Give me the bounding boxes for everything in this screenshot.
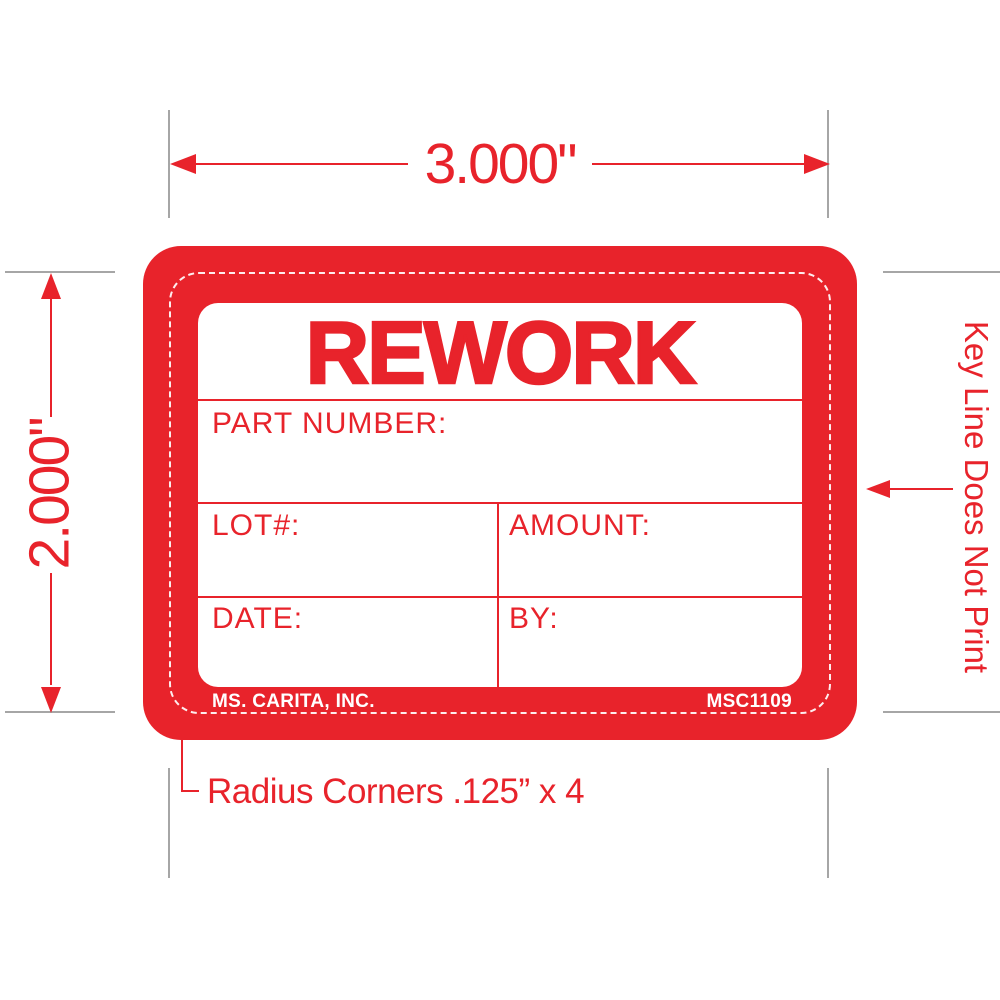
width-dim-line-right [592,163,804,165]
extension-line-right-bottom [883,711,1000,713]
label-white-panel [198,303,802,687]
keyline-note: Key Line Does Not Print [958,320,995,674]
divider-under-lot-row [198,596,802,598]
radius-leader-horizontal [181,790,199,792]
extension-line-bottom-left [168,768,170,878]
width-dim-line-left [196,163,408,165]
height-dim-line-bottom [50,573,52,685]
label-title: REWORK [304,303,697,402]
width-dimension-value: 3.000" [424,132,578,196]
radius-note: Radius Corners .125” x 4 [207,772,585,811]
width-dim-arrowhead-right [804,154,830,174]
keyline-arrowhead [866,480,890,498]
height-dim-arrowhead-top [41,273,61,299]
footer-item-code: MSC1109 [706,691,792,712]
extension-line-left-top [5,271,115,273]
date-field-label: DATE: [212,602,304,635]
extension-line-bottom-right [827,768,829,878]
radius-leader-vertical [181,716,183,792]
label-keyline-diecut [169,272,831,714]
lot-field-label: LOT#: [212,509,301,542]
height-dim-line-top [50,299,52,417]
height-dimension-value: 2.000" [17,418,82,570]
extension-line-top-left [168,110,170,218]
column-divider [497,502,499,687]
amount-field-label: AMOUNT: [509,509,651,542]
height-dim-arrowhead-bottom [41,687,61,713]
width-dim-arrowhead-left [170,154,196,174]
part-number-field-label: PART NUMBER: [212,407,448,440]
divider-under-title [198,399,802,401]
divider-under-part-number [198,502,802,504]
keyline-arrow-line [890,488,953,490]
by-field-label: BY: [509,602,559,635]
extension-line-right-top [883,271,1000,273]
footer-company-name: MS. CARITA, INC. [212,691,375,712]
